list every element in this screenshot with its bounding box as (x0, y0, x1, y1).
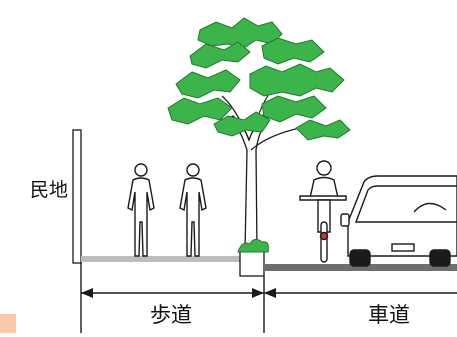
street-tree-icon (167, 17, 351, 253)
sidewalk-label: 歩道 (150, 303, 192, 327)
pedestrian-icon (127, 163, 155, 257)
sidewalk-surface (81, 256, 240, 262)
roadway-label: 車道 (368, 303, 410, 327)
road-surface (264, 264, 457, 271)
corner-badge (0, 314, 16, 333)
property-wall (72, 129, 82, 264)
cyclist-icon (299, 160, 347, 263)
private-land-label: 民地 (30, 179, 69, 201)
pedestrian-icon (179, 163, 207, 257)
car-icon (340, 175, 457, 267)
planting-box (239, 250, 265, 277)
dimension-lines (80, 262, 457, 333)
